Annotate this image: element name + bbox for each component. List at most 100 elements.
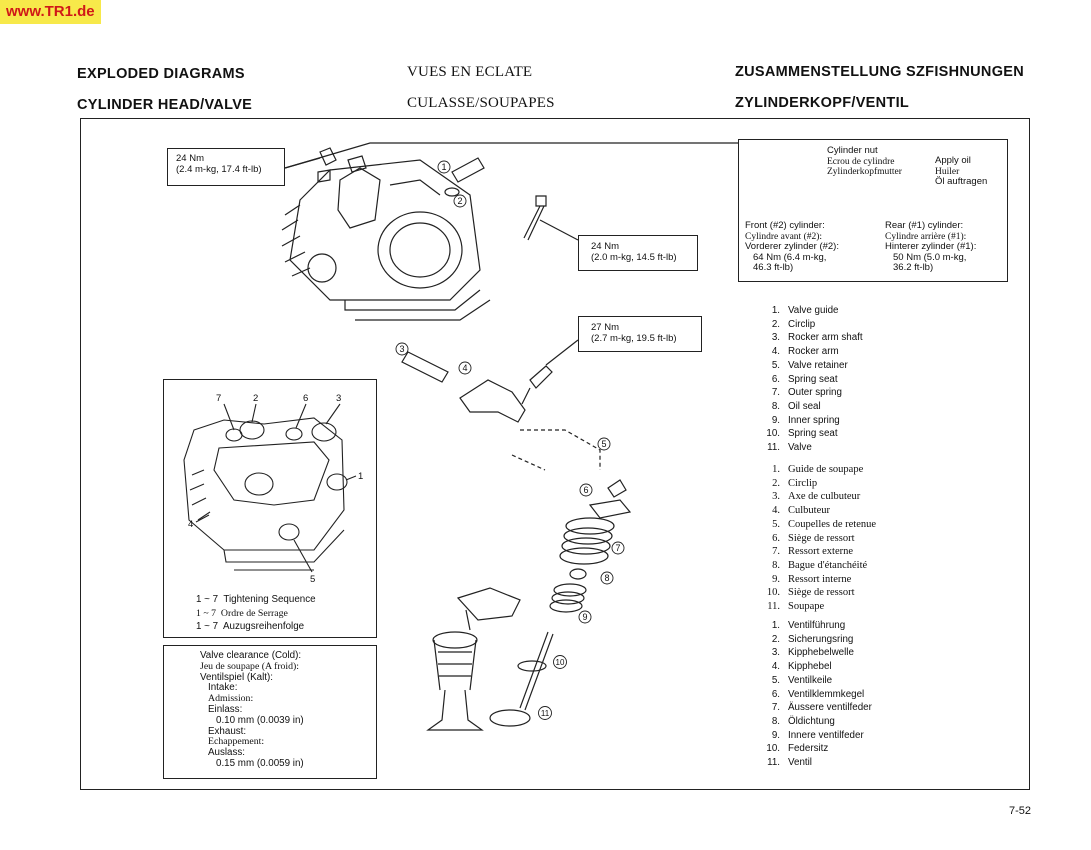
leader-line-t3: [545, 339, 579, 366]
callout-10: 10: [553, 655, 567, 669]
torque-value: 24 Nm: [591, 241, 619, 252]
intake-value: 0.10 mm (0.0039 in): [216, 714, 304, 726]
list-item: 8.Oil seal: [771, 400, 821, 412]
torque-detail: (2.4 m-kg, 17.4 ft-lb): [176, 163, 262, 175]
svg-text:1: 1: [441, 162, 446, 172]
svg-text:9: 9: [582, 612, 587, 622]
inner-spring-drawing: [549, 583, 587, 613]
list-item: 11.Soupape: [767, 601, 825, 613]
admission-label: Admission:: [208, 693, 254, 705]
svg-text:2: 2: [457, 196, 462, 206]
list-item: 1.Ventilführung: [771, 620, 846, 631]
site-url[interactable]: www.TR1.de: [0, 0, 101, 24]
head-top-view-drawing: 7 2 6 3 1 4 5: [183, 393, 363, 585]
parts-list-de: 1.Ventilführung 2.Sicherungsring 3.Kipph…: [758, 619, 872, 770]
valve-stem-drawing: [519, 631, 554, 711]
header-en-subtitle: CYLINDER HEAD/VALVE: [77, 97, 253, 113]
valve-clearance-box: Valve clearance (Cold): Jeu de soupape (…: [163, 645, 377, 779]
clearance-title-de: Ventilspiel (Kalt):: [200, 671, 273, 683]
sequence-line-en: 1 ~ 7 Tightening Sequence: [196, 594, 316, 605]
list-item: 10.Spring seat: [766, 428, 838, 440]
callout-7: 7: [611, 541, 625, 555]
callout-4: 4: [458, 361, 472, 375]
list-item: 5.Valve retainer: [771, 359, 848, 371]
list-item: 1.Valve guide: [771, 305, 839, 316]
svg-text:10: 10: [556, 658, 565, 667]
svg-text:4: 4: [462, 363, 467, 373]
diagram-frame: [80, 118, 1030, 790]
intake-label: Intake:: [208, 682, 238, 694]
seq-callout-7: 7: [216, 393, 221, 404]
svg-text:6: 6: [583, 485, 588, 495]
list-item: 9.Inner spring: [771, 414, 840, 426]
list-item: 5.Ventilkeile: [771, 674, 833, 686]
parts-list-fr: 1.Guide de soupape 2.Circlip 3.Axe de cu…: [758, 463, 876, 614]
list-item: 6.Spring seat: [771, 373, 838, 385]
list-item: 10.Siège de ressort: [766, 587, 855, 599]
callout-2: 2: [453, 194, 467, 208]
list-item: 7.Outer spring: [771, 387, 842, 399]
nut-title: Cylinder nut Ecrou de cylindre Zylinderk…: [827, 145, 902, 177]
parts-list-en: 1.Valve guide 2.Circlip 3.Rocker arm sha…: [758, 304, 862, 455]
list-item: 3.Axe de culbuteur: [772, 491, 861, 503]
valve-retainer-drawing: [607, 479, 627, 498]
nut-oil-note: Apply oil Huiler Öl auftragen: [935, 155, 988, 187]
auslass-label: Auslass:: [208, 747, 246, 759]
svg-text:7: 7: [615, 543, 620, 553]
rocker-arm-drawing: [459, 379, 526, 423]
sequence-line-de: 1 ~ 7 Auzugsreihenfolge: [196, 621, 305, 632]
torque-value: 27 Nm: [591, 322, 619, 333]
einlass-label: Einlass:: [208, 703, 243, 715]
cylinder-head-drawing: [281, 159, 491, 321]
list-item: 11.Valve: [767, 442, 812, 454]
svg-text:8: 8: [604, 573, 609, 583]
torque-box-1: 24 Nm (2.4 m-kg, 17.4 ft-lb): [167, 148, 285, 186]
list-item: 9.Innere ventilfeder: [771, 729, 864, 741]
callout-1: 1: [437, 160, 451, 174]
seq-callout-3: 3: [336, 393, 341, 404]
seq-callout-6: 6: [303, 393, 308, 404]
svg-text:5: 5: [601, 439, 606, 449]
header-fr-title: VUES EN ECLATE: [407, 64, 533, 80]
header-fr-subtitle: CULASSE/SOUPAPES: [407, 95, 555, 111]
list-item: 5.Coupelles de retenue: [772, 518, 877, 530]
torque-value: 24 Nm: [176, 153, 204, 164]
page-number: 7-52: [1008, 805, 1031, 817]
svg-text:3: 3: [399, 344, 404, 354]
nut-rear-spec: Rear (#1) cylinder: Cylindre arrière (#1…: [885, 220, 977, 273]
list-item: 4.Rocker arm: [771, 346, 839, 358]
list-item: 4.Culbuteur: [772, 505, 830, 517]
callout-6: 6: [579, 483, 593, 497]
svg-text:11: 11: [541, 709, 550, 718]
nut-front-spec: Front (#2) cylinder: Cylindre avant (#2)…: [745, 220, 839, 273]
list-item: 8.Bague d'étanchéité: [772, 559, 868, 571]
list-item: 1.Guide de soupape: [772, 464, 864, 475]
list-item: 8.Öldichtung: [771, 715, 835, 727]
oil-seal-drawing: [569, 568, 587, 580]
torque-detail: (2.0 m-kg, 14.5 ft-lb): [591, 251, 677, 263]
tightening-sequence-box: 7 2 6 3 1 4 5 1 ~ 7 Tightening Sequence …: [163, 379, 377, 638]
leader-line-t2: [539, 219, 579, 241]
cap-nut-drawing: [319, 147, 337, 166]
torque-detail: (2.7 m-kg, 19.5 ft-lb): [591, 332, 677, 344]
list-item: 2.Circlip: [771, 318, 816, 330]
callout-8: 8: [600, 571, 614, 585]
torque-box-2: 24 Nm (2.0 m-kg, 14.5 ft-lb): [578, 235, 698, 271]
exhaust-value: 0.15 mm (0.0059 in): [216, 757, 304, 769]
valve-assembly-drawing: [426, 631, 484, 731]
seq-callout-5: 5: [310, 574, 315, 585]
list-item: 4.Kipphebel: [771, 661, 832, 673]
list-item: 7.Äussere ventilfeder: [771, 702, 872, 714]
seq-callout-2: 2: [253, 393, 258, 404]
list-item: 2.Circlip: [772, 477, 818, 489]
callout-11: 11: [538, 706, 552, 720]
list-item: 10.Federsitz: [766, 743, 829, 755]
list-item: 7.Ressort externe: [772, 546, 854, 558]
rocker-shaft-drawing: [401, 351, 449, 383]
seq-callout-1: 1: [358, 471, 363, 482]
header-en-title: EXPLODED DIAGRAMS: [77, 66, 245, 82]
list-item: 11.Ventil: [767, 757, 812, 769]
header-de-subtitle: ZYLINDERKOPF/VENTIL: [735, 95, 910, 111]
sequence-line-fr: 1 ~ 7 Ordre de Serrage: [196, 607, 288, 619]
